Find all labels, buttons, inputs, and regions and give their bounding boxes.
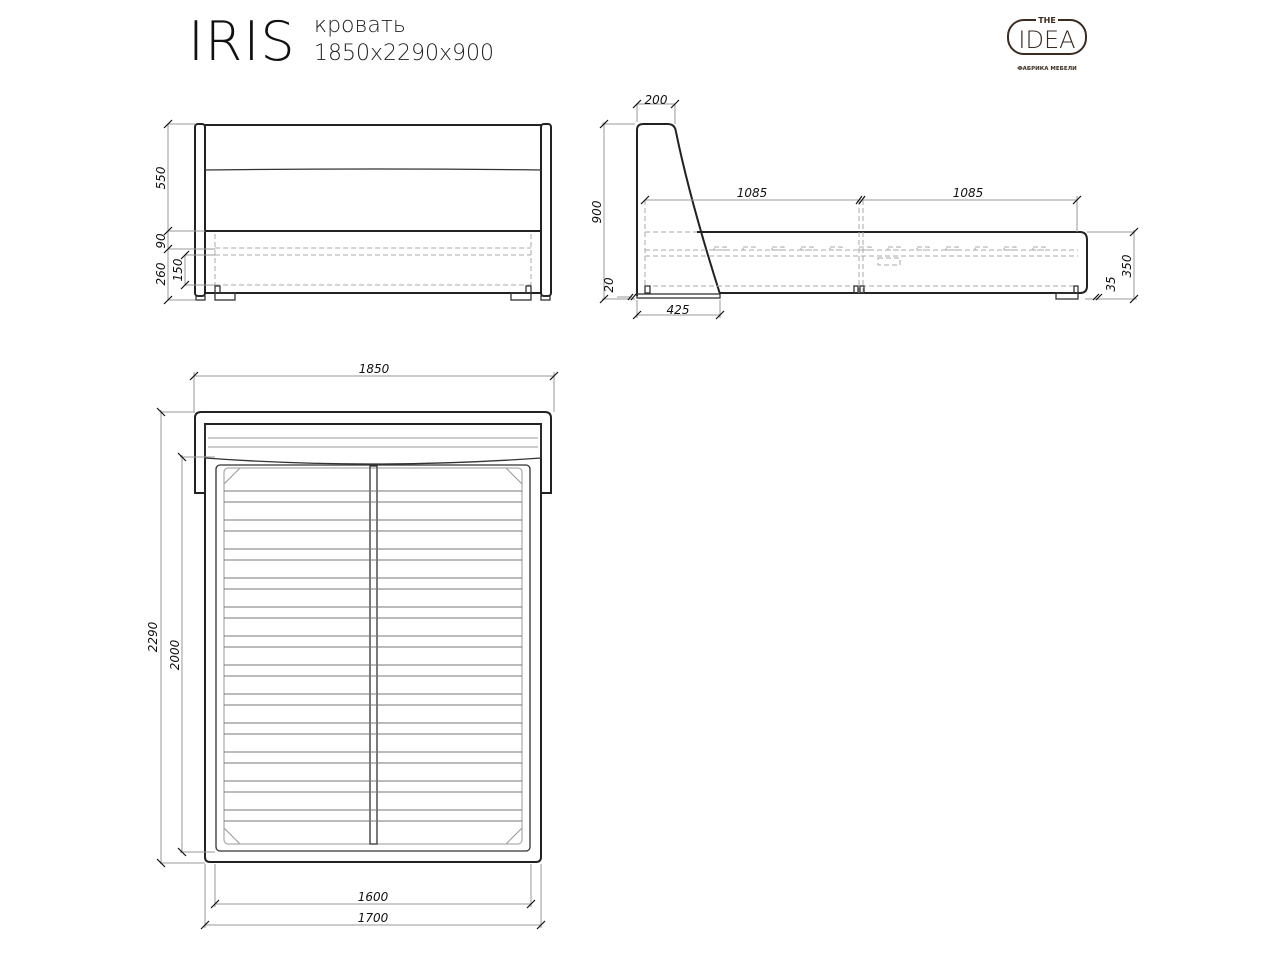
dim-frame-height: 350 <box>1120 254 1134 277</box>
dim-frame-top: 90 <box>154 233 168 249</box>
dim-base: 425 <box>667 303 690 317</box>
product-type: кровать <box>314 13 406 38</box>
dim-height: 900 <box>590 200 604 223</box>
dim-span-right: 1085 <box>953 186 984 200</box>
model-subtitle: кровать 1850x2290x900 <box>314 12 494 68</box>
dim-length-inner: 2000 <box>168 639 182 670</box>
slats <box>224 490 522 822</box>
top-view: 1850 2290 2000 1600 1700 <box>146 362 559 930</box>
model-title: IRIS <box>188 10 296 73</box>
logo-idea: IDEA <box>1018 26 1075 54</box>
side-view: 200 900 1085 1085 425 20 350 35 <box>590 93 1139 320</box>
dim-headboard: 550 <box>154 166 168 189</box>
dim-span-left: 1085 <box>737 186 768 200</box>
logo-the: THE <box>1038 16 1056 25</box>
dim-headboard-top: 200 <box>645 93 668 107</box>
dim-inner: 150 <box>171 258 185 281</box>
dim-length-total: 2290 <box>146 621 160 652</box>
dim-width-total: 1850 <box>359 362 390 376</box>
dim-foot-leg: 35 <box>1104 276 1118 291</box>
product-size: 1850x2290x900 <box>314 41 495 66</box>
dim-leg: 20 <box>602 277 616 293</box>
logo-caption: ФАБРИКА МЕБЕЛИ <box>1017 66 1077 72</box>
brand-logo: THE IDEA ФАБРИКА МЕБЕЛИ <box>1007 15 1087 72</box>
dim-mattress: 1600 <box>358 890 389 904</box>
dim-frame: 260 <box>154 262 168 285</box>
dim-frame-width: 1700 <box>358 911 389 925</box>
front-view: 550 90 260 150 <box>154 119 552 305</box>
